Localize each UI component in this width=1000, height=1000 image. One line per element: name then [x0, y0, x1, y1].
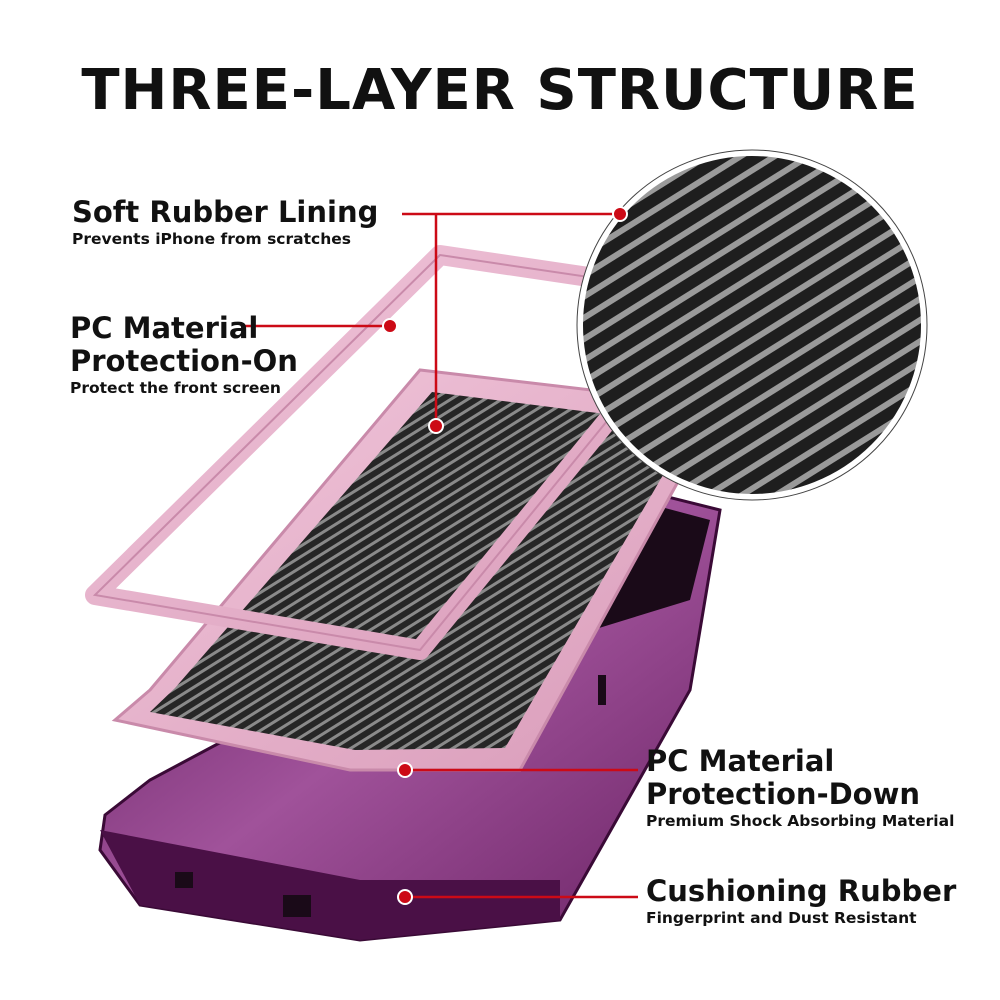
callout-subtext: Protect the front screen — [70, 379, 281, 397]
callout-heading-line2: Protection-On — [70, 344, 298, 378]
callout-pc-material-down: PC Material Protection-Down Premium Shoc… — [646, 745, 954, 831]
port-cutout — [283, 895, 311, 917]
callout-dot — [428, 418, 444, 434]
callout-dot — [612, 206, 628, 222]
callout-heading: Cushioning Rubber — [646, 874, 957, 908]
callout-heading: Soft Rubber Lining — [72, 195, 379, 229]
callout-soft-rubber-lining: Soft Rubber Lining Prevents iPhone from … — [72, 196, 378, 249]
callout-dot — [382, 318, 398, 334]
callout-dots — [382, 206, 628, 905]
callout-pc-material-on: PC Material Protection-On Protect the fr… — [70, 312, 298, 398]
port-cutout — [175, 872, 193, 888]
callout-subtext: Prevents iPhone from scratches — [72, 230, 351, 248]
texture-magnifier — [576, 149, 928, 501]
button-cutout — [598, 675, 606, 705]
page-title: THREE-LAYER STRUCTURE — [81, 58, 919, 123]
callout-subtext: Premium Shock Absorbing Material — [646, 812, 955, 830]
callout-dot — [397, 762, 413, 778]
callout-heading-line2: Protection-Down — [646, 777, 921, 811]
callout-cushioning-rubber: Cushioning Rubber Fingerprint and Dust R… — [646, 875, 956, 928]
callout-lines — [243, 212, 638, 899]
callout-heading-line1: PC Material — [646, 744, 835, 778]
callout-heading-line1: PC Material — [70, 311, 259, 345]
callout-subtext: Fingerprint and Dust Resistant — [646, 909, 917, 927]
callout-dot — [397, 889, 413, 905]
